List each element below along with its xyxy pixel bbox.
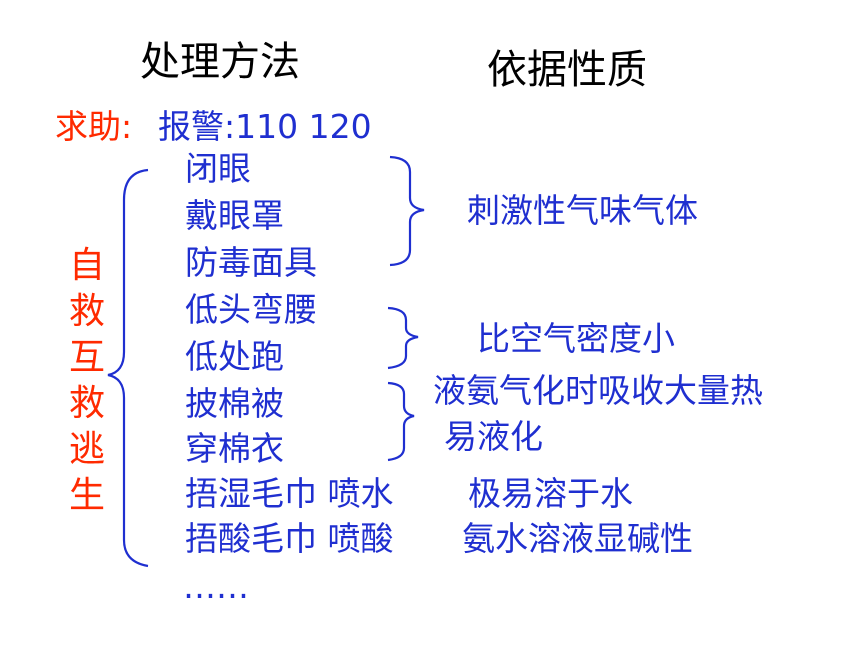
side-label-char: 生 (68, 475, 105, 516)
basis-column-title: 依据性质 (487, 47, 647, 93)
method-item: 穿棉衣 (185, 429, 284, 468)
side-label-char: 救 (68, 291, 105, 332)
property-item: 极易溶于水 (468, 474, 633, 513)
self-rescue-label: 自 救 互 救 逃 生 (62, 248, 112, 524)
method-item: 披棉被 (185, 384, 284, 423)
method-ellipsis: …… (183, 567, 249, 606)
side-label-char: 救 (68, 383, 105, 424)
method-item: 低头弯腰 (185, 290, 317, 329)
method-item: 闭眼 (185, 149, 251, 188)
property-item: 易液化 (444, 417, 543, 456)
help-label: 求助: (55, 107, 133, 146)
method-item: 低处跑 (185, 337, 284, 376)
method-item: 捂湿毛巾 喷水 (185, 474, 394, 513)
side-label-char: 自 (68, 245, 105, 286)
property-item: 氨水溶液显碱性 (462, 519, 693, 558)
method-item: 防毒面具 (185, 243, 317, 282)
help-text: 报警:110 120 (158, 107, 372, 146)
property-item: 液氨气化时吸收大量热 (433, 371, 763, 410)
method-column-title: 处理方法 (140, 39, 300, 85)
side-label-char: 互 (68, 337, 105, 378)
side-label-char: 逃 (68, 429, 105, 470)
right-curly-brace (389, 155, 425, 267)
right-curly-brace (387, 306, 419, 370)
right-curly-brace (387, 381, 415, 462)
property-item: 比空气密度小 (477, 319, 675, 358)
left-curly-brace (107, 168, 149, 568)
property-item: 刺激性气味气体 (467, 191, 698, 230)
method-item: 戴眼罩 (185, 196, 284, 235)
method-item: 捂酸毛巾 喷酸 (185, 519, 394, 558)
